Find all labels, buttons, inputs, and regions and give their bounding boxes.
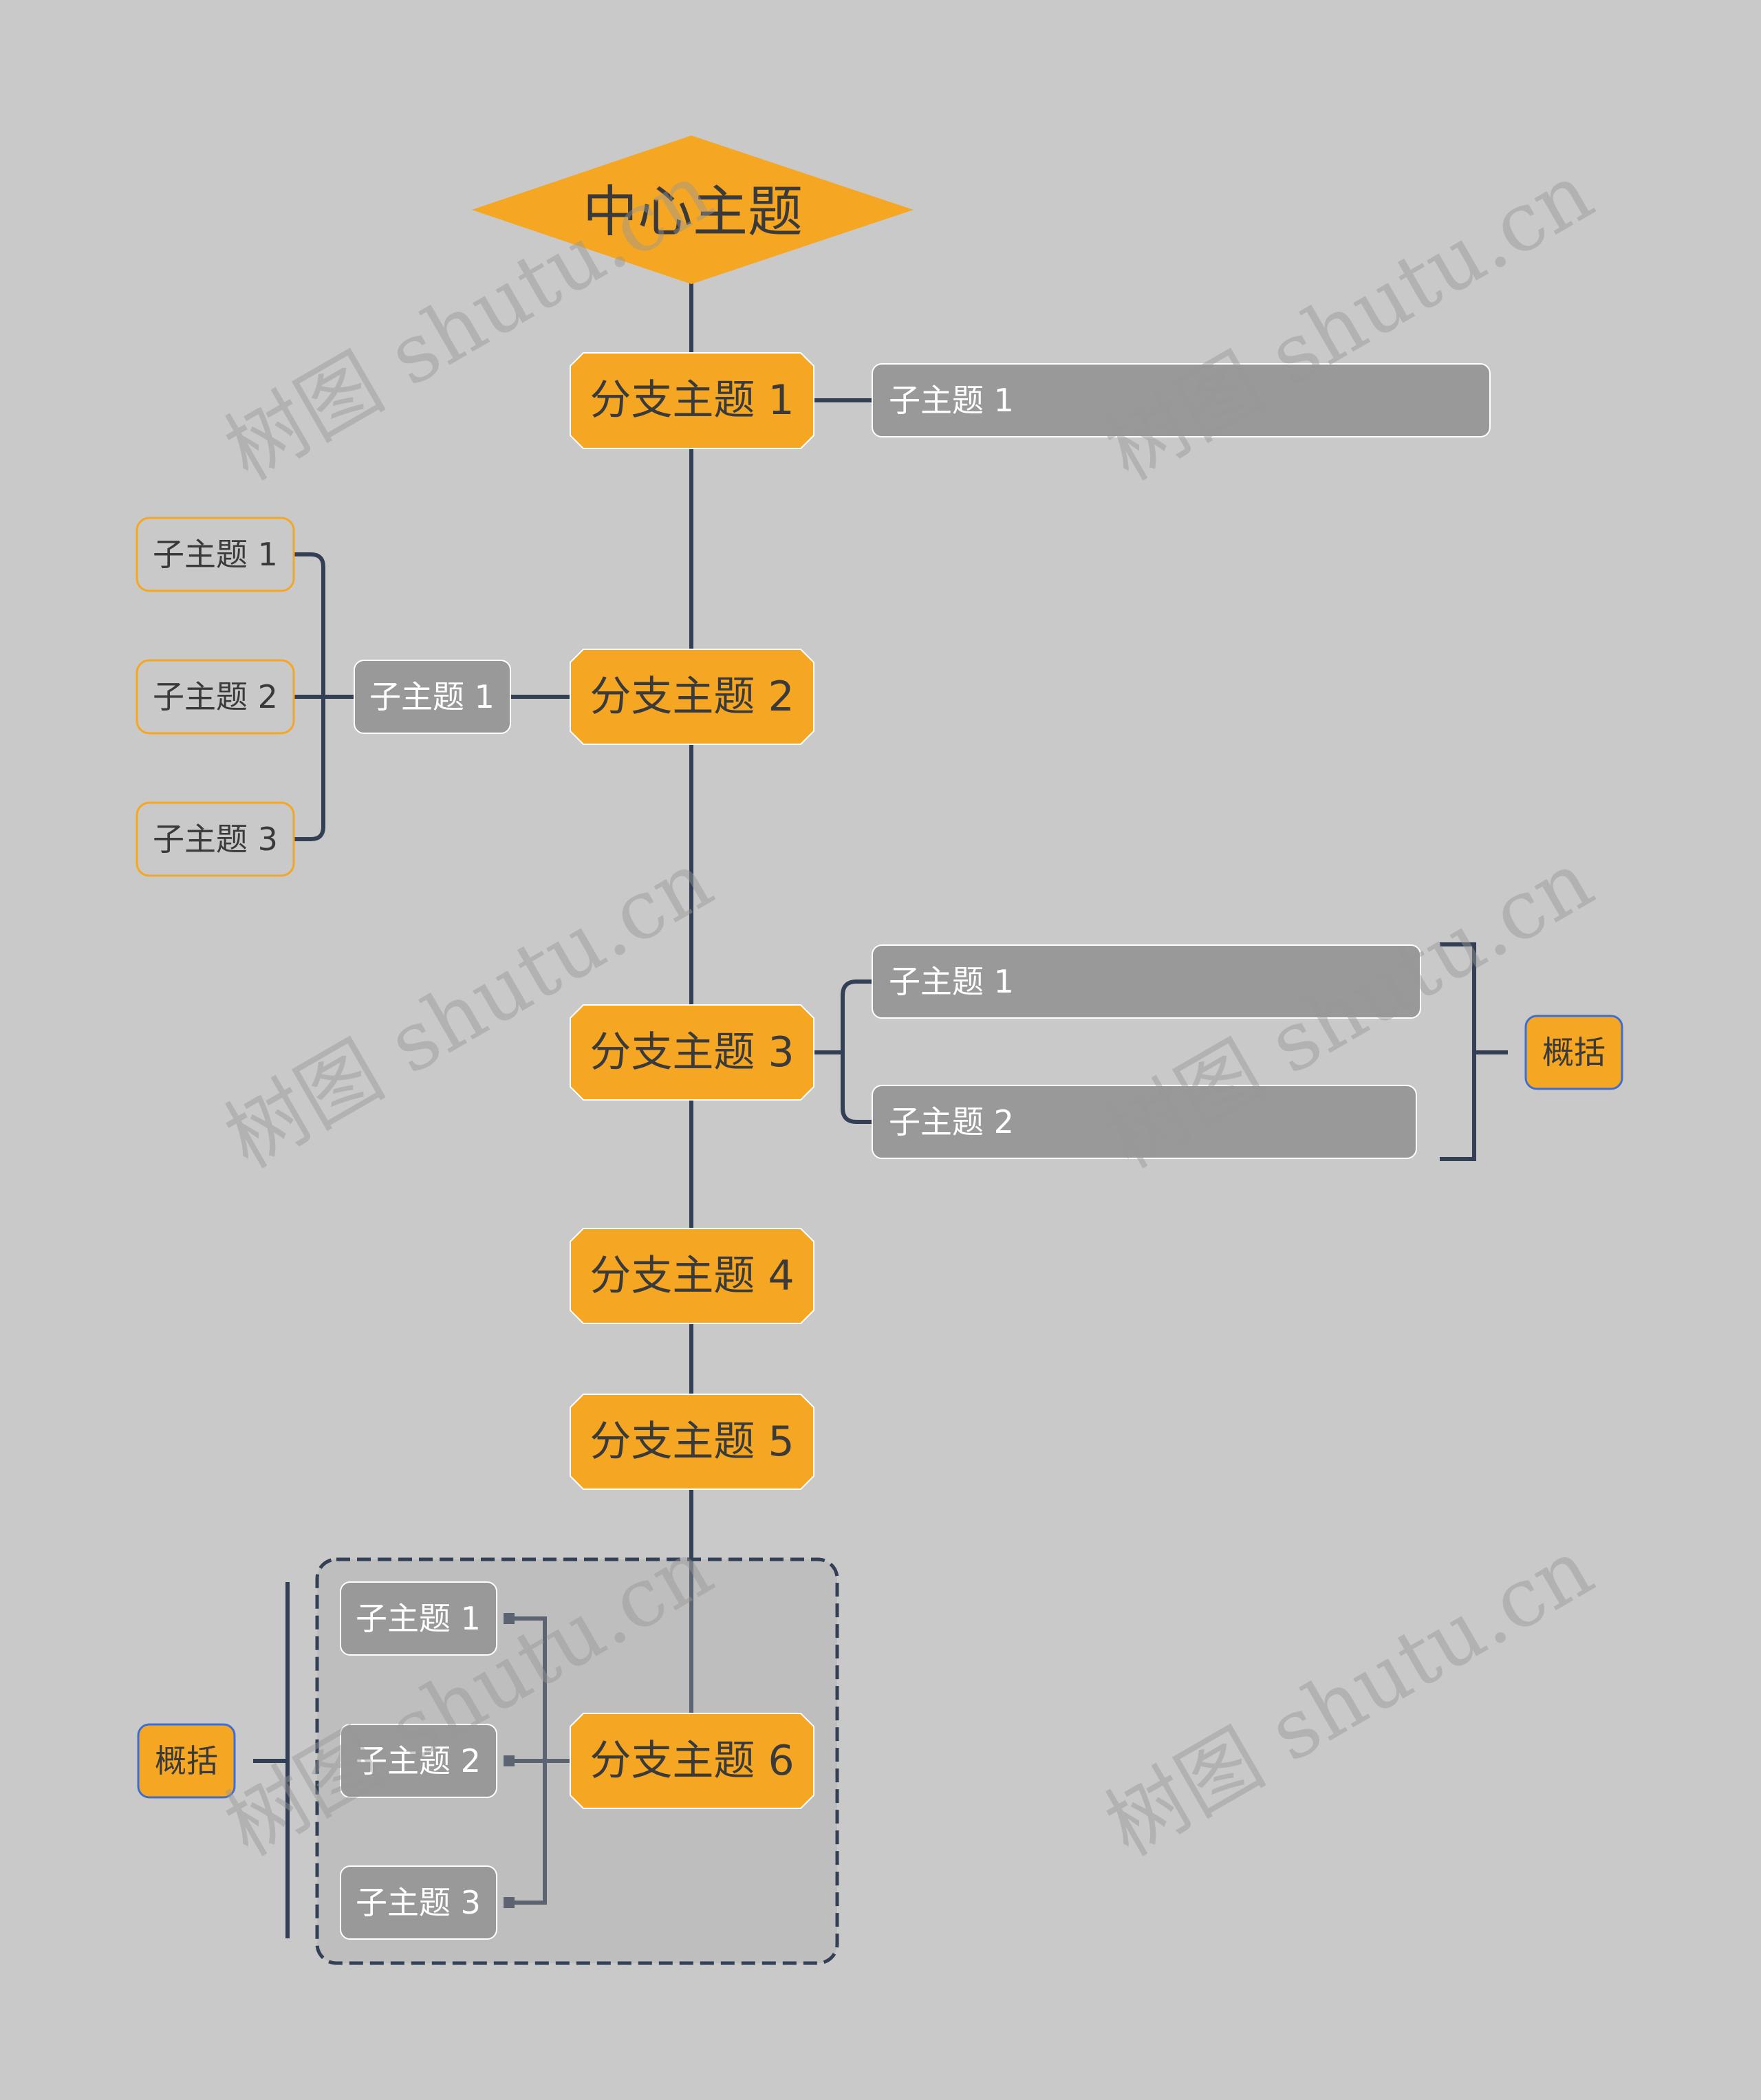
branch-1-subtopic-1-box [872, 363, 1491, 437]
branch-2-subtopic-1[interactable]: 子主题 1 [354, 660, 511, 734]
branch-6-subtopic-1[interactable]: 子主题 1 [340, 1581, 497, 1656]
branch-topic-3-label: 分支主题 3 [590, 1028, 794, 1076]
branch-6-summary-box [137, 1723, 236, 1799]
branch-topic-5-shape [570, 1394, 814, 1490]
branch-2-grandchild-1-label: 子主题 1 [153, 536, 278, 573]
branch-3-summary[interactable]: 概括 [1524, 1015, 1623, 1090]
marker-b6-sub3 [504, 1897, 515, 1908]
branch-6-summary-label: 概括 [155, 1742, 218, 1779]
branch-topic-2-shape [570, 649, 814, 745]
branch-topic-5[interactable]: 分支主题 5 [570, 1394, 814, 1490]
branch-topic-6-label: 分支主题 6 [590, 1737, 794, 1785]
branch-6-subtopic-3-label: 子主题 3 [356, 1884, 481, 1921]
connector-b3-brace [841, 979, 872, 1124]
connector-markers [504, 1613, 515, 1908]
branch-6-subtopic-3[interactable]: 子主题 3 [340, 1865, 497, 1940]
branch-1-subtopic-1[interactable]: 子主题 1 [872, 363, 1491, 437]
branch-2-grandchild-1-box [136, 517, 295, 592]
branch-6-subtopic-1-label: 子主题 1 [356, 1600, 481, 1637]
branch-1-subtopic-1-label: 子主题 1 [889, 382, 1014, 419]
branch-topic-1[interactable]: 分支主题 1 [570, 352, 814, 449]
branch-topic-3-shape [570, 1004, 814, 1101]
branch-2-grandchild-1[interactable]: 子主题 1 [136, 517, 295, 592]
branch-topic-1-shape [570, 352, 814, 449]
branch-2-subtopic-1-label: 子主题 1 [369, 678, 495, 715]
marker-b6-sub1 [504, 1613, 515, 1624]
branch-topic-4-label: 分支主题 4 [590, 1252, 794, 1300]
branch-topic-3[interactable]: 分支主题 3 [570, 1004, 814, 1101]
watermark: 树图 shutu.cn [1090, 1520, 1608, 1874]
branch-3-subtopic-2[interactable]: 子主题 2 [872, 1085, 1417, 1159]
branch-6-subtopic-2-label: 子主题 2 [356, 1742, 481, 1779]
watermark: 树图 shutu.cn [1090, 144, 1608, 498]
branch-3-subtopic-1-label: 子主题 1 [889, 963, 1014, 1000]
branch-2-grandchild-2-box [136, 659, 295, 735]
branch-6-summary[interactable]: 概括 [137, 1723, 236, 1799]
central-topic[interactable]: 中心主题 [472, 136, 914, 284]
branch-3-subtopic-1-box [872, 944, 1421, 1019]
branch-2-grandchild-3-label: 子主题 3 [153, 821, 278, 858]
branch-topic-2-label: 分支主题 2 [590, 673, 794, 721]
branch-2-grandchild-2-label: 子主题 2 [153, 678, 278, 715]
branch-2-grandchild-2[interactable]: 子主题 2 [136, 659, 295, 735]
branch-topic-1-label: 分支主题 1 [590, 376, 794, 424]
branch-topic-2[interactable]: 分支主题 2 [570, 649, 814, 745]
branch-3-subtopic-1[interactable]: 子主题 1 [872, 944, 1421, 1019]
branch-topic-6-shape [570, 1713, 814, 1809]
branch-6-subtopic-2[interactable]: 子主题 2 [340, 1724, 497, 1798]
branch-3-subtopic-2-box [872, 1085, 1417, 1159]
branch-3-subtopic-2-label: 子主题 2 [889, 1103, 1014, 1140]
branch-2-subtopic-1-box [354, 660, 511, 734]
branch-6-subtopic-3-box [340, 1865, 497, 1940]
branch-topic-4-shape [570, 1228, 814, 1324]
branch-6-subtopic-2-box [340, 1724, 497, 1798]
central-topic-diamond [472, 136, 914, 284]
central-topic-label: 中心主题 [583, 180, 803, 244]
branch-3-summary-label: 概括 [1542, 1034, 1606, 1071]
branch-3-summary-box [1524, 1015, 1623, 1090]
branch-2-grandchild-3-box [136, 801, 295, 877]
branch-topic-5-label: 分支主题 5 [590, 1418, 794, 1466]
branch-2-grandchild-3[interactable]: 子主题 3 [136, 801, 295, 877]
marker-b6-sub2 [504, 1755, 515, 1766]
branch-topic-6[interactable]: 分支主题 6 [570, 1713, 814, 1809]
branch-topic-4[interactable]: 分支主题 4 [570, 1228, 814, 1324]
branch-6-subtopic-1-box [340, 1581, 497, 1656]
